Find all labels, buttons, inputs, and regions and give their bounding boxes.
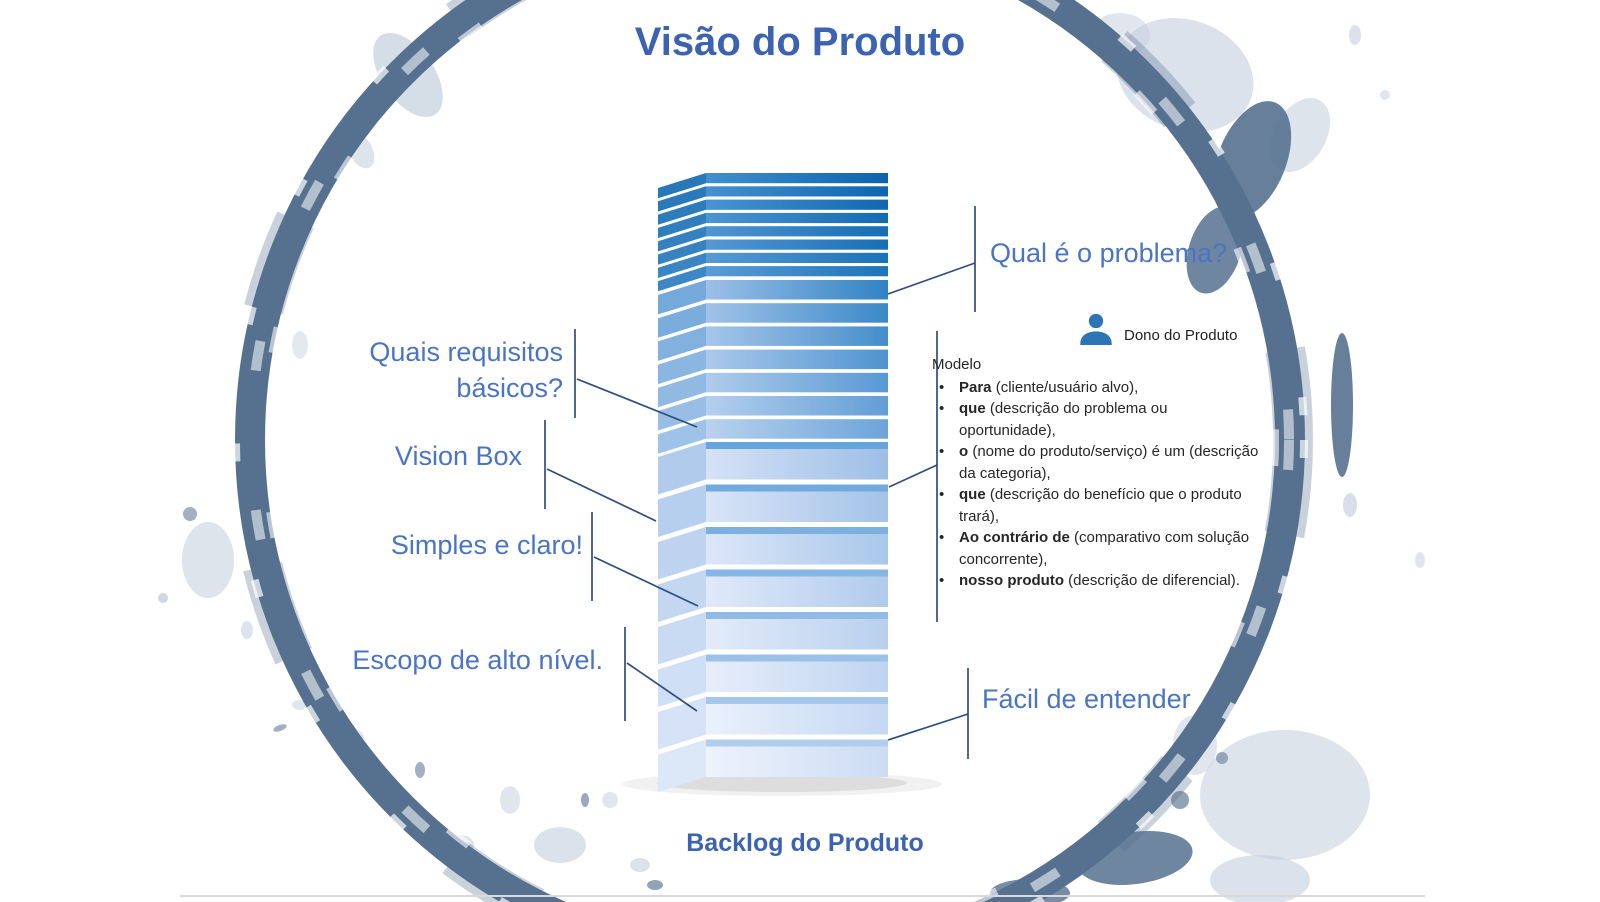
callout-requirements-line1: Quais requisitos [369, 337, 563, 367]
connector-requirements-diag [576, 378, 698, 428]
callout-requirements: Quais requisitos básicos? [330, 334, 563, 406]
model-heading: Modelo [932, 356, 982, 373]
model-item: o (nome do produto/serviço) é um (descri… [932, 441, 1266, 484]
connector-problem-diag [887, 262, 976, 295]
callout-vision-box: Vision Box [394, 441, 522, 471]
callout-requirements-line2: básicos? [456, 373, 563, 403]
person-icon [1076, 310, 1116, 350]
callout-problem: Qual é o problema? [990, 238, 1228, 268]
model-list: Para (cliente/usuário alvo), que (descri… [932, 377, 1266, 592]
model-item: Para (cliente/usuário alvo), [932, 377, 1266, 399]
backlog-label: Backlog do Produto [686, 829, 924, 857]
ring-erosion [232, 0, 1308, 902]
vision-model-block: Modelo Para (cliente/usuário alvo), que … [932, 354, 1266, 592]
page-title: Visão do Produto [634, 20, 966, 64]
connector-visionbox-diag [546, 468, 657, 522]
product-backlog-stack [658, 173, 888, 792]
callout-easy-to-understand: Fácil de entender [982, 684, 1191, 714]
callout-high-level-scope: Escopo de alto nível. [352, 645, 603, 675]
connector-easy-diag [887, 713, 969, 741]
callout-simple-clear: Simples e claro! [390, 530, 583, 560]
model-item: que (descrição do benefício que o produt… [932, 484, 1266, 527]
connector-scope-diag [626, 662, 698, 712]
connector-simple-diag [593, 556, 699, 607]
product-owner-label: Dono do Produto [1124, 327, 1238, 344]
model-item: Ao contrário de (comparativo com solução… [932, 527, 1266, 570]
model-item: que (descrição do problema ou oportunida… [932, 398, 1266, 441]
model-item: nosso produto (descrição de diferencial)… [932, 570, 1266, 592]
connector-model-diag [888, 464, 938, 488]
